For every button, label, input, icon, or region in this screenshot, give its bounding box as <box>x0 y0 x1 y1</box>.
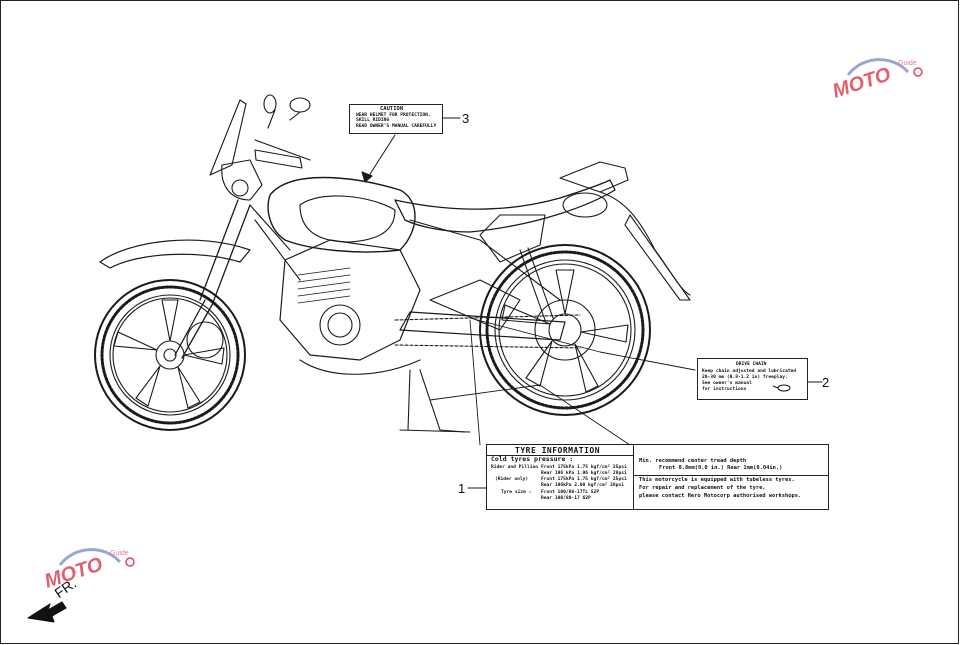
pressure-row-4: Rear 196kPa 2.00 kgf/cm² 28psi <box>541 483 624 488</box>
drive-chain-line-2: 20-30 mm (0.8-1.2 in) freeplay. <box>702 375 788 380</box>
watermark-swoosh-icon <box>846 58 923 77</box>
drive-chain-line-1: Keep chain adjusted and lubricated <box>702 369 797 374</box>
tyre-size-text: Tyre size : <box>501 490 532 495</box>
caution-line-3: READ OWNER'S MANUAL CAREFULLY <box>356 124 437 129</box>
pointer-line-3 <box>364 134 396 183</box>
rider-pillion-text: Rider and Pillion <box>491 465 539 470</box>
pointer-line-2 <box>469 317 696 371</box>
tyre-information-label: TYRE INFORMATION Cold tyres pressure : R… <box>486 444 829 510</box>
tubeless-line-3: please contact Hero Motocorp authorised … <box>639 493 802 499</box>
front-wheel <box>94 279 246 431</box>
tyre-size-row-1: Front 100/80-17TL 52P <box>541 490 600 495</box>
watermark-swoosh-icon <box>58 548 135 567</box>
tyre-subtitle: Cold tyres pressure : <box>491 455 574 463</box>
callout-number-2: 2 <box>822 375 830 390</box>
drive-chain-line-3: See owner's manual <box>702 381 752 386</box>
watermark-subtext-top: Guide <box>898 60 917 67</box>
callout-number-3: 3 <box>462 111 470 126</box>
pressure-row-2: Rear 196 kPa 1.96 kgf/cm² 28psi <box>541 471 627 476</box>
tyre-title-rule <box>487 455 633 456</box>
front-direction-arrow <box>27 601 67 623</box>
min-tread-text: Min. recommend center tread depth <box>639 458 747 464</box>
caution-title: CAUTION <box>380 106 404 112</box>
watermark-logo-bottom: MOTO Guide <box>40 540 150 600</box>
tyre-right-rule <box>633 475 828 476</box>
caution-label: CAUTION WEAR HELMET FOR PROTECTION, SKIL… <box>349 104 443 134</box>
tubeless-line-1: This motorcycle is equipped with tubeles… <box>639 477 795 483</box>
oil-can-icon <box>772 384 791 392</box>
watermark-logo-top: MOTO Guide <box>828 50 938 110</box>
tyre-size-row-2: Rear 100/80-17 62P <box>541 496 591 501</box>
callout-number-1: 1 <box>458 481 466 496</box>
tread-values-text: Front 0.8mm(0.0 in.) Rear 1mm(0.04in.) <box>659 465 783 471</box>
rear-wheel <box>479 244 651 416</box>
pressure-row-3: Front 175kPa 1.75 kgf/cm² 25psi <box>541 477 627 482</box>
tyre-title: TYRE INFORMATION <box>515 446 601 455</box>
pointer-line-1 <box>429 384 631 446</box>
caution-line-2: SKILL RIDING <box>356 118 390 123</box>
tyre-label-divider <box>633 445 634 509</box>
drive-chain-title: DRIVE CHAIN <box>736 362 767 367</box>
caution-line-1: WEAR HELMET FOR PROTECTION, <box>356 113 431 118</box>
tubeless-line-2: For repair and replacement of the tyre, <box>639 485 766 491</box>
rider-only-text: (Rider only) <box>495 477 529 482</box>
drive-chain-label: DRIVE CHAIN Keep chain adjusted and lubr… <box>697 358 808 400</box>
watermark-subtext-bottom: Guide <box>110 550 129 557</box>
drive-chain-line-4: for instructions <box>702 387 747 392</box>
pressure-row-1: Front 175kPa 1.75 kgf/cm² 25psi <box>541 465 627 470</box>
